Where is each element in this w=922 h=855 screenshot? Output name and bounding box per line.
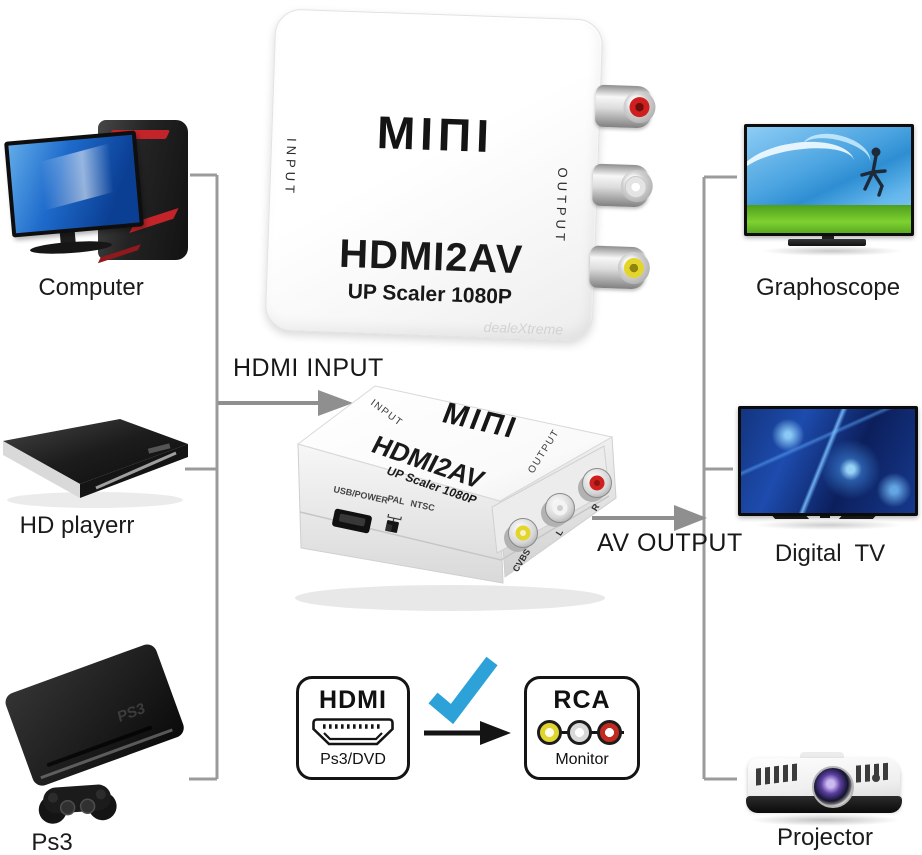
rca-legend-subtitle: Monitor [555,751,609,768]
model-name: HDMI2AV [338,231,524,283]
tv-screen [741,409,915,513]
converter-front-image: MIΠI INPUT OUTPUT HDMI2AV UP Scaler 1080… [264,8,657,342]
pal-ntsc-switch [385,513,402,533]
computer-label: Computer [38,274,144,301]
jack-label-r: R [589,502,601,513]
pc-monitor [4,130,144,238]
mini-logo: MIΠI [375,105,495,163]
connector-lines-left [185,173,219,781]
projector-top [800,752,844,762]
rca-jacks-icon [527,720,637,746]
hdmi-legend-subtitle: Ps3/DVD [320,751,386,768]
rca-red-icon [597,720,622,745]
r-jack [578,468,612,502]
hdmi-input-arrow-label: HDMI INPUT [233,354,384,382]
l-jack [541,493,575,527]
projector-lens [812,766,854,808]
rca-legend-box: RCA Monitor [524,676,640,780]
tv-shadow [762,246,902,256]
rca-white-icon [567,720,592,745]
rca-video-plug-red [594,84,657,129]
graphoscope-label: Graphoscope [755,274,901,301]
check-icon [428,656,498,725]
ps3-label: Ps3 [31,829,73,855]
hdmi-legend-box: HDMI Ps3/DVD [296,676,410,780]
connector-lines-right [702,175,737,781]
hdmi-legend-title: HDMI [319,686,387,714]
av-output-arrow-icon [592,505,707,531]
tv-stand-base [788,239,866,246]
watermark: dealeXtreme [483,318,564,338]
tv-screen [747,127,911,233]
digital-tv-label: Digital TV [774,540,886,567]
projector-ir-sensor [872,774,880,782]
projector-shadow [750,814,900,826]
rca-legend-title: RCA [553,686,611,714]
tv-shadow [754,520,902,530]
mini-usb-port [332,508,372,534]
input-side-label: INPUT [282,137,300,198]
output-side-label: OUTPUT [552,167,571,246]
ps3-image: PS3 [5,644,184,824]
jumping-person [860,147,887,197]
jack-label-l: L [554,527,566,537]
tv-frame [744,124,914,236]
graphoscope-image [742,118,918,260]
computer-image [4,110,200,270]
av-output-arrow-label: AV OUTPUT [597,529,743,557]
hdmi-connector-icon [312,718,394,746]
hd-player-image [3,419,188,508]
converter-perspective-image: INPUT MIΠI HDMI2AV UP Scaler 1080P OUTPU… [295,385,617,611]
mid-pal-label: PAL [387,493,407,506]
hdmi-input-arrow-icon [218,390,353,416]
ps3-controller [38,784,117,824]
hd-player-label: HD playerr [19,512,135,539]
digital-tv-image [738,398,920,540]
rca-video-plug-white [592,163,654,208]
cvbs-jack [504,518,538,552]
legend-arrow-icon [424,721,511,745]
rca-video-plug-yellow [589,245,651,290]
rca-yellow-icon [537,720,562,745]
tv-frame [738,406,918,516]
projector-label: Projector [776,824,874,851]
projector-image [740,732,910,834]
